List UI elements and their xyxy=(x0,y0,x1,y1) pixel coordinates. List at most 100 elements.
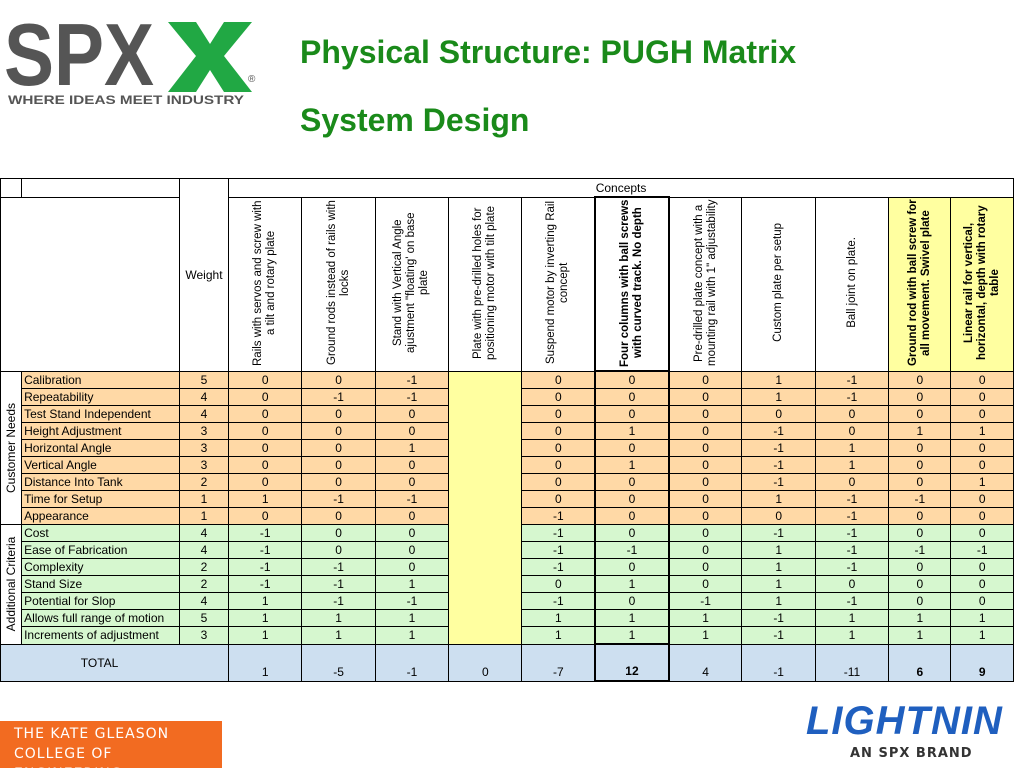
criterion-cell: Appearance xyxy=(21,507,180,525)
score-cell: 0 xyxy=(374,541,450,559)
score-cell: 0 xyxy=(521,490,596,508)
score-cell: -1 xyxy=(950,541,1014,559)
header-blank xyxy=(0,196,180,372)
score-cell: -1 xyxy=(521,541,596,559)
score-cell: 0 xyxy=(668,422,743,440)
score-cell: 1 xyxy=(741,575,816,593)
criterion-cell: Potential for Slop xyxy=(21,592,180,610)
score-cell: 0 xyxy=(888,456,952,474)
criterion-cell: Height Adjustment xyxy=(21,422,180,440)
concept-header-1: Rails with servos and screw with a tilt … xyxy=(228,196,303,372)
college-line-1: THE KATE GLEASON xyxy=(14,726,170,742)
weight-cell: 2 xyxy=(178,558,230,576)
score-cell: 0 xyxy=(374,473,450,491)
score-cell: 0 xyxy=(594,524,670,542)
score-cell: 0 xyxy=(594,473,670,491)
score-cell: 0 xyxy=(228,439,303,457)
score-cell: 0 xyxy=(814,422,890,440)
criterion-cell: Stand Size xyxy=(21,575,180,593)
score-cell: 0 xyxy=(228,507,303,525)
score-cell: -1 xyxy=(814,388,890,406)
concept-header-9: Ball joint on plate. xyxy=(814,196,890,372)
total-cell: -11 xyxy=(814,643,890,682)
score-cell: 0 xyxy=(301,422,376,440)
score-cell: -1 xyxy=(301,490,376,508)
score-cell: -1 xyxy=(668,592,743,610)
concept-header-11: Linear rail for vertical, horizontal, de… xyxy=(950,196,1014,372)
concept-label: Ball joint on plate. xyxy=(845,237,858,328)
score-cell: -1 xyxy=(301,592,376,610)
score-cell: 0 xyxy=(521,370,596,389)
score-cell: 1 xyxy=(594,609,670,627)
spx-x-mark xyxy=(168,22,252,92)
weight-cell: 2 xyxy=(178,473,230,491)
score-cell: -1 xyxy=(374,592,450,610)
score-cell: 0 xyxy=(374,422,450,440)
score-cell: 1 xyxy=(374,575,450,593)
score-cell: 0 xyxy=(888,592,952,610)
score-cell: 0 xyxy=(228,388,303,406)
score-cell: -1 xyxy=(301,575,376,593)
score-cell: 0 xyxy=(888,558,952,576)
score-cell: 1 xyxy=(888,626,952,645)
score-cell: -1 xyxy=(888,541,952,559)
score-cell: 0 xyxy=(228,473,303,491)
score-cell: 1 xyxy=(228,592,303,610)
total-label: TOTAL xyxy=(0,643,230,682)
score-cell: -1 xyxy=(521,524,596,542)
score-cell: 0 xyxy=(301,439,376,457)
score-cell: 0 xyxy=(594,405,670,423)
score-cell: 1 xyxy=(594,456,670,474)
score-cell: 1 xyxy=(594,422,670,440)
group-label-cell: Customer Needs xyxy=(0,370,23,525)
total-cell: 0 xyxy=(448,643,523,682)
score-cell: -1 xyxy=(741,456,816,474)
score-cell: 0 xyxy=(374,456,450,474)
score-cell: 1 xyxy=(228,626,303,645)
score-cell: 0 xyxy=(668,541,743,559)
criterion-cell: Allows full range of motion xyxy=(21,609,180,627)
group-label-cell: Additional Criteria xyxy=(0,524,23,645)
score-cell: -1 xyxy=(741,524,816,542)
score-cell: 0 xyxy=(228,405,303,423)
score-cell: 0 xyxy=(228,422,303,440)
score-cell: 0 xyxy=(301,405,376,423)
spx-tagline: WHERE IDEAS MEET INDUSTRY xyxy=(8,95,244,107)
score-cell: 1 xyxy=(374,626,450,645)
score-cell: 0 xyxy=(888,524,952,542)
corner-cell xyxy=(0,178,23,198)
criterion-cell: Cost xyxy=(21,524,180,542)
score-cell: -1 xyxy=(374,370,450,389)
score-cell: 0 xyxy=(888,370,952,389)
score-cell: 1 xyxy=(814,439,890,457)
score-cell: 0 xyxy=(888,575,952,593)
score-cell: 1 xyxy=(374,439,450,457)
score-cell: 0 xyxy=(374,405,450,423)
score-cell: -1 xyxy=(741,439,816,457)
concept-label: Linear rail for vertical, horizontal, de… xyxy=(962,205,1001,360)
college-banner: THE KATE GLEASON COLLEGE OF ENGINEERING xyxy=(0,721,222,782)
score-cell: 0 xyxy=(950,405,1014,423)
weight-cell: 2 xyxy=(178,575,230,593)
score-cell: 1 xyxy=(950,473,1014,491)
criterion-cell: Test Stand Independent xyxy=(21,405,180,423)
score-cell: -1 xyxy=(741,422,816,440)
score-cell: 0 xyxy=(301,370,376,389)
score-cell: 1 xyxy=(521,626,596,645)
criterion-cell: Repeatability xyxy=(21,388,180,406)
score-cell: 1 xyxy=(741,541,816,559)
score-cell: 0 xyxy=(741,405,816,423)
weight-cell: 3 xyxy=(178,456,230,474)
score-cell: 1 xyxy=(301,626,376,645)
score-cell: 0 xyxy=(374,558,450,576)
score-cell: -1 xyxy=(521,558,596,576)
score-cell: 0 xyxy=(594,370,670,389)
score-cell: 0 xyxy=(594,558,670,576)
weight-cell: 4 xyxy=(178,405,230,423)
score-cell: 0 xyxy=(950,388,1014,406)
